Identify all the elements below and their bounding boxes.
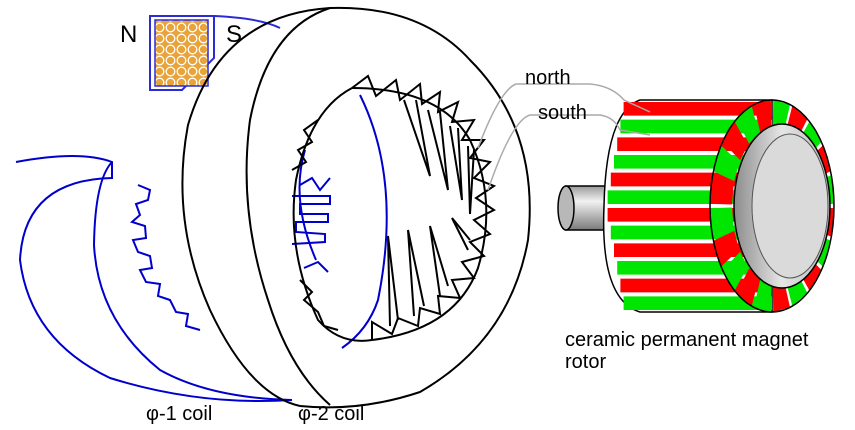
stator-back-ring [299, 6, 531, 409]
phase1-pole-b [303, 260, 329, 273]
stator-front-ring [245, 7, 331, 406]
phase2-left-teeth [291, 119, 339, 331]
rotor-label-line1: ceramic permanent magnet [565, 329, 809, 351]
phase2-coil-label: φ-2 coil [298, 403, 364, 425]
rotor-face-outline [709, 99, 835, 313]
phase1-inner-poles [291, 195, 331, 245]
magnet-south-label: S [226, 21, 242, 48]
phase2-claw-inner [387, 99, 475, 327]
rotor-shaft-end [557, 185, 575, 231]
phase1-pole-a [299, 176, 331, 192]
rotor [557, 99, 835, 313]
phase2-stator [181, 6, 531, 409]
rotor-stripe [623, 102, 772, 116]
rotor-face-segment [736, 268, 759, 307]
north-label: north [525, 67, 571, 89]
magnet-north-label: N [120, 21, 137, 48]
south-leader [487, 114, 651, 191]
north-leader [477, 83, 651, 149]
phase1-coil-label: φ-1 coil [146, 403, 212, 425]
phase1-coil-inner [92, 161, 293, 401]
rotor-face-segment [754, 100, 772, 134]
phase1-stator-arc [341, 94, 388, 349]
phase2-claw-teeth [351, 74, 497, 340]
rotor-face-segment [736, 105, 759, 144]
magnet-top-arc [213, 15, 281, 29]
rotor-face-segment [722, 251, 748, 291]
rotor-face-segment [710, 207, 734, 237]
phase1-coil-outer [15, 155, 293, 403]
rotor-face-segment [710, 175, 734, 205]
rotor-face-segment [713, 145, 740, 182]
phase1-inner-arc [298, 149, 317, 261]
rotor-face-segment [722, 121, 748, 161]
magnet-winding [154, 19, 209, 87]
south-label: south [538, 102, 587, 124]
phase1-coil-teeth [129, 184, 201, 331]
rotor-stripe [623, 296, 772, 310]
rotor-face-segment [754, 278, 772, 312]
leader-lines [477, 83, 651, 191]
rotor-face-segment [713, 230, 740, 267]
rotor-label-line2: rotor [565, 351, 606, 373]
rotor-bore-inner [751, 133, 829, 279]
stator-outer-ring [181, 7, 331, 407]
magnet-block [149, 15, 281, 91]
phase1-coil [15, 94, 388, 403]
